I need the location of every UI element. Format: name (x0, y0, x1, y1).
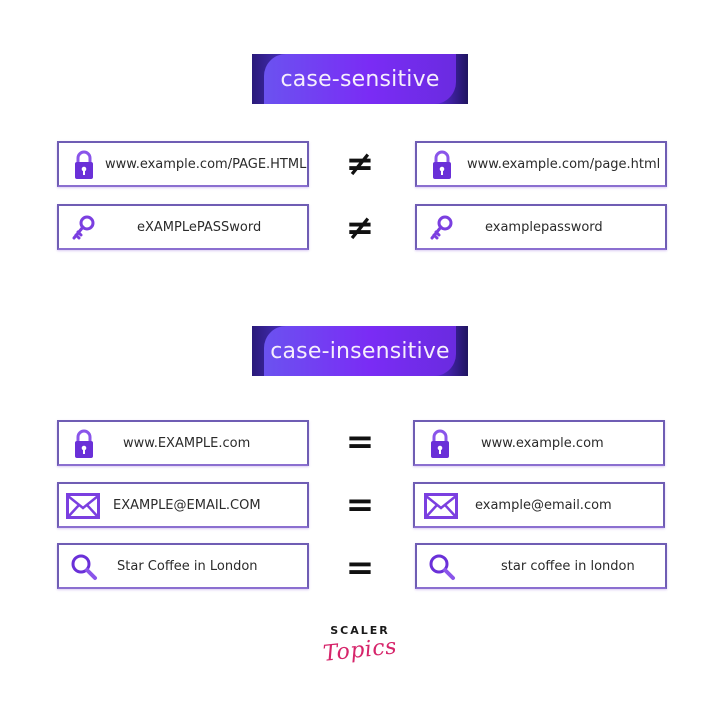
field-text: www.example.com (481, 435, 604, 451)
field-text: star coffee in london (501, 558, 635, 574)
field-text: eXAMPLePASSword (137, 219, 262, 235)
case-insensitive-banner: case-insensitive (252, 326, 468, 376)
key-icon (427, 213, 457, 243)
lock-icon (427, 150, 457, 180)
email-lowercase-field: example@email.com (413, 482, 665, 528)
case-sensitive-banner: case-sensitive (252, 54, 468, 104)
case-sensitive-title: case-sensitive (280, 66, 440, 92)
logo-scaler-text: SCALER (330, 624, 390, 637)
envelope-icon (423, 491, 459, 521)
envelope-icon (65, 491, 101, 521)
lock-icon (69, 429, 99, 459)
email-uppercase-field: EXAMPLE@EMAIL.COM (57, 482, 309, 528)
key-icon (69, 213, 99, 243)
case-insensitive-title: case-insensitive (270, 338, 450, 364)
password-mixedcase-field: eXAMPLePASSword (57, 204, 309, 250)
lock-icon (69, 150, 99, 180)
password-lowercase-field: examplepassword (415, 204, 667, 250)
field-text: examplepassword (485, 219, 603, 235)
lock-icon (425, 429, 455, 459)
search-titlecase-field: Star Coffee in London (57, 543, 309, 589)
field-text: www.example.com/PAGE.HTML (105, 156, 307, 172)
url-uppercase-field: www.example.com/PAGE.HTML (57, 141, 309, 187)
scaler-topics-logo: SCALER Topics (320, 624, 400, 684)
logo-topics-text: Topics (321, 634, 399, 667)
search-icon (427, 552, 457, 582)
field-text: www.example.com/page.html (467, 156, 661, 172)
equal-sign: = (345, 485, 375, 525)
domain-uppercase-field: www.EXAMPLE.com (57, 420, 309, 466)
url-lowercase-field: www.example.com/page.html (415, 141, 667, 187)
not-equal-sign: ≠ (345, 208, 375, 248)
field-text: Star Coffee in London (117, 558, 258, 574)
search-icon (69, 552, 99, 582)
not-equal-sign: ≠ (345, 144, 375, 184)
search-lowercase-field: star coffee in london (415, 543, 667, 589)
equal-sign: = (345, 422, 375, 462)
field-text: example@email.com (475, 497, 612, 513)
field-text: EXAMPLE@EMAIL.COM (113, 497, 261, 513)
equal-sign: = (345, 548, 375, 588)
field-text: www.EXAMPLE.com (123, 435, 251, 451)
domain-lowercase-field: www.example.com (413, 420, 665, 466)
